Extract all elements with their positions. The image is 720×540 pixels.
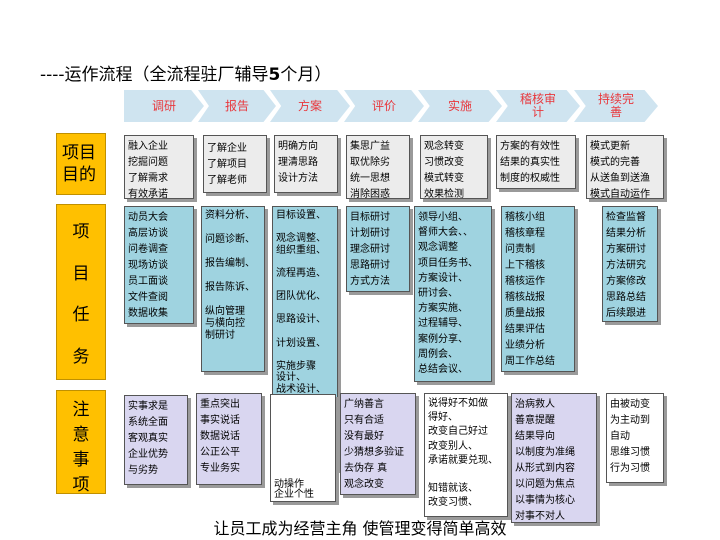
row-label-task: 项目 任务 — [56, 204, 106, 380]
goal-research: 融入企业 挖掘问题 了解需求 有效承诺 — [124, 135, 194, 199]
task-implementation: 领导小组、 督师大会、、 观念调整 项目任务书、 方案设计、 研讨会、 方案实施… — [414, 206, 492, 382]
goal-evaluation: 集思广益 取优除劣 统一思想 消除困惑 — [346, 135, 410, 199]
note-research: 实事求是 系统全面 客观真实 企业优势 与劣势 — [124, 395, 188, 485]
stage-report: 报告 — [198, 90, 276, 122]
note-report: 重点突出 事实说话 数据说话 公正公平 专业务实 — [196, 393, 262, 485]
note-audit: 治病救人 善意提醒 结果导向 以制度为准绳 从形式到内容 以问题为焦点 以事情为… — [511, 393, 597, 523]
stage-research: 调研 — [124, 90, 204, 122]
note-improvement: 由被动变 为主动到 自动 思维习惯 行为习惯 — [606, 393, 664, 483]
goal-plan: 明确方向 理清思路 设计方法 — [274, 135, 338, 193]
stage-improvement: 持续完 善 — [574, 90, 658, 122]
goal-improvement: 模式更新 模式的完善 从送鱼到送渔 模式自动运作 — [586, 135, 664, 199]
goal-report: 了解企业 了解项目 了解老师 — [203, 135, 267, 193]
row-label-notes: 注意 事项 — [56, 390, 106, 495]
stage-evaluation: 评价 — [344, 90, 424, 122]
goal-implementation: 观念转变 习惯改变 模式转变 效果检测 — [420, 135, 488, 199]
note-plan: 动操作 企业个性 — [270, 394, 336, 502]
task-improvement: 检查监督 结果分析 方案研讨 方法研究 方案修改 思路总结 后续跟进 — [602, 206, 658, 322]
footer-slogan: 让员工成为经营主角 使管理变得简单高效 — [213, 519, 507, 538]
stage-audit: 稽核审 计 — [496, 90, 580, 122]
task-report: 资料分析、 问题诊断、 报告编制、 报告陈诉、 纵向管理 与横向控 制研讨 — [201, 206, 265, 372]
row-label-goal: 项目目的 — [56, 133, 106, 195]
task-evaluation: 目标研讨 计划研讨 理念研讨 思路研讨 方式方法 — [346, 206, 410, 292]
stage-plan: 方案 — [270, 90, 350, 122]
note-implementation: 说得好不如做 得好、 改变自己好过 改变别人、 承诺就要兑现、 知错就该、 改变… — [424, 393, 508, 517]
note-evaluation: 广纳善言 只有合适 没有最好 少猜想多验证 去伪存 真 观念改变 — [340, 393, 416, 495]
stage-implementation: 实施 — [418, 90, 502, 122]
task-audit: 稽核小组 稽核章程 问责制 上下稽核 稽核运作 稽核战报 质量战报 结果评估 业… — [501, 206, 575, 372]
page-title: ----运作流程（全流程驻厂辅导5个月） — [40, 65, 332, 85]
goal-audit: 方案的有效性 结果的真实性 制度的权威性 — [496, 135, 576, 189]
task-research: 动员大会 高层访谈 问卷调查 现场访谈 员工面谈 文件查阅 数据收集 — [124, 206, 194, 324]
